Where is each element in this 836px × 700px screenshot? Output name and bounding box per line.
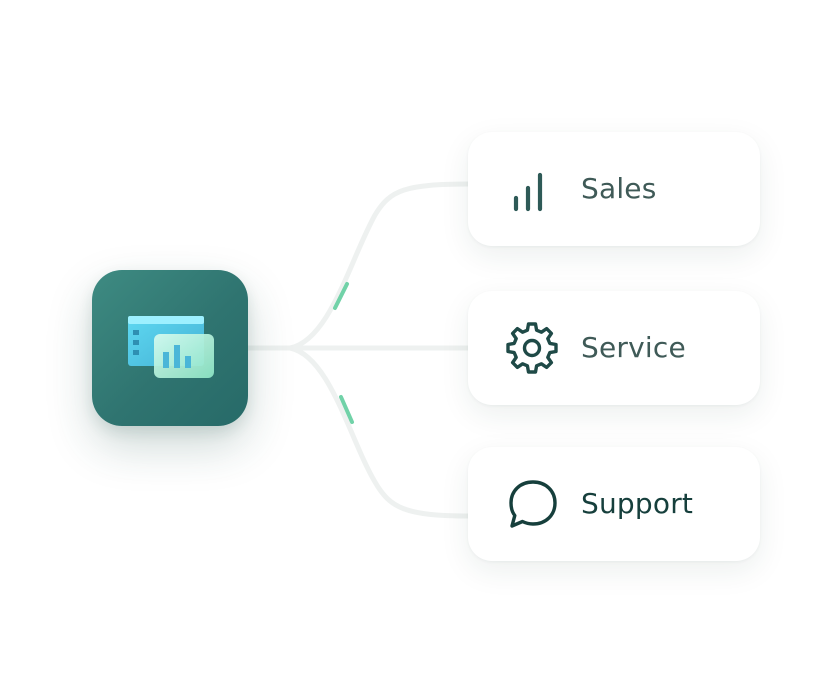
dashboard-chart-icon — [128, 316, 214, 378]
connector-sales — [287, 181, 473, 351]
gear-icon — [506, 322, 558, 374]
connector-support — [287, 345, 473, 519]
hub-app-tile — [92, 270, 248, 426]
branch-label-sales: Sales — [581, 172, 657, 205]
connector-pulse-support — [339, 395, 354, 424]
chat-bubble-icon — [509, 480, 557, 528]
branch-card-service[interactable]: Service — [468, 291, 760, 405]
branch-label-support: Support — [581, 487, 694, 520]
bar-chart-icon — [513, 172, 543, 212]
connector-pulse-sales — [333, 282, 349, 310]
branch-card-support[interactable]: Support — [468, 447, 760, 561]
branch-card-sales[interactable]: Sales — [468, 132, 760, 246]
branch-label-service: Service — [581, 331, 686, 364]
